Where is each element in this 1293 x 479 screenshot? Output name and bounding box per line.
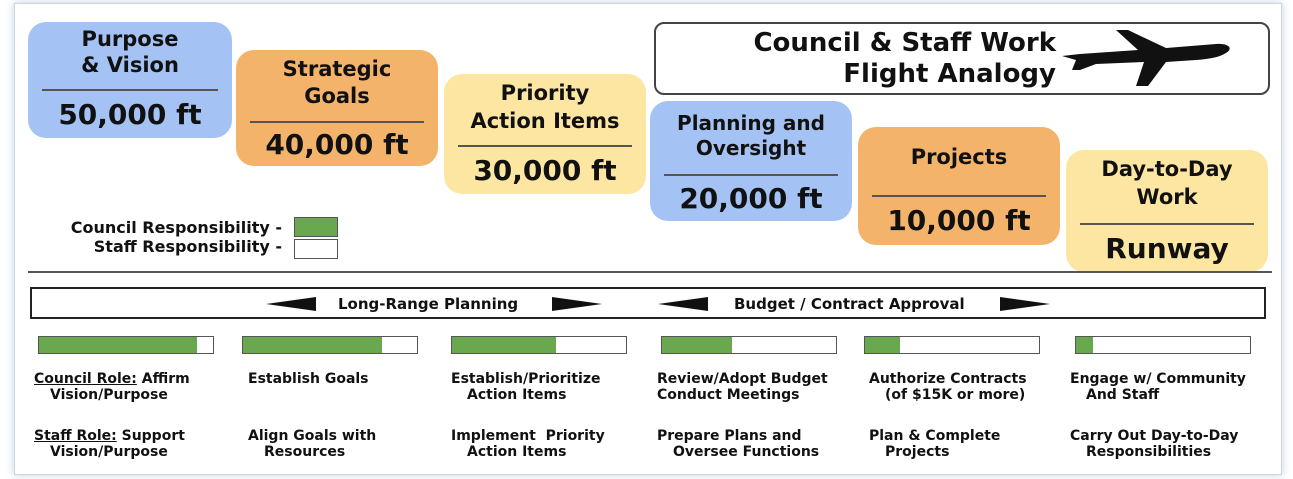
council-share-fill [243, 337, 383, 353]
council-share-fill [39, 337, 198, 353]
council-role: Engage w/ Community And Staff [1070, 371, 1246, 403]
council-role: Review/Adopt Budget Conduct Meetings [657, 371, 828, 403]
staff-role: Carry Out Day-to-Day Responsibilities [1070, 428, 1238, 460]
council-role: Establish/Prioritize Action Items [451, 371, 601, 403]
tile-title: Priority [500, 81, 590, 105]
budget-contract-approval-label: Budget / Contract Approval [734, 295, 965, 313]
responsibility-bar [38, 336, 214, 354]
tile-title: Projects [910, 145, 1008, 169]
tile-title: Planning and [677, 111, 825, 135]
staff-role-prefix: Staff Role: [34, 428, 117, 444]
staff-role: Staff Role: Support Vision/Purpose [34, 428, 185, 460]
staff-role-line-1: Align Goals with [248, 428, 377, 444]
tile-title: & Vision [81, 53, 179, 77]
council-share-fill [662, 337, 732, 353]
council-role-line-2: Action Items [467, 387, 567, 403]
staff-role-line-1: Support [121, 428, 185, 444]
tile-altitude: 10,000 ft [887, 204, 1031, 237]
responsibility-bar [661, 336, 837, 354]
flight-analogy-box: Council & Staff Work Flight Analogy [654, 22, 1270, 95]
council-role-line-1: Establish/Prioritize [451, 371, 601, 387]
council-share-fill [1076, 337, 1094, 353]
staff-role-line-2: Oversee Functions [673, 444, 820, 460]
tile-altitude: 50,000 ft [58, 98, 202, 131]
tile-altitude: Runway [1105, 232, 1229, 265]
council-role-line-2: And Staff [1086, 387, 1160, 403]
arrow-right-icon [552, 297, 602, 311]
tile-altitude: 30,000 ft [473, 154, 617, 187]
council-role-line-1: Affirm [141, 371, 190, 387]
staff-role: Plan & Complete Projects [869, 428, 1000, 460]
staff-role-line-2: Vision/Purpose [50, 444, 168, 460]
tile-divider [872, 195, 1046, 197]
staff-role: Prepare Plans and Oversee Functions [657, 428, 819, 460]
staff-role-line-1: Implement Priority [451, 428, 605, 444]
council-role: Establish Goals [248, 371, 369, 387]
staff-role-line-2: Resources [264, 444, 346, 460]
legend-staff-label: Staff Responsibility - [93, 237, 282, 256]
staff-role: Align Goals with Resources [248, 428, 376, 460]
staff-role: Implement Priority Action Items [451, 428, 605, 460]
long-range-planning-label: Long-Range Planning [338, 295, 519, 313]
council-role-line-1: Engage w/ Community [1070, 371, 1246, 387]
tile-projects: Projects 10,000 ft [858, 127, 1060, 245]
tile-day-to-day-work: Day-to-Day Work Runway [1066, 150, 1268, 272]
council-role-line-2: Conduct Meetings [657, 387, 800, 403]
council-role-line-1: Authorize Contracts [869, 371, 1027, 387]
staff-role-line-1: Plan & Complete [869, 428, 1001, 444]
legend-council-swatch [294, 217, 338, 237]
tile-title: Day-to-Day [1101, 157, 1233, 181]
arrow-right-icon [1000, 297, 1050, 311]
tile-title: Goals [304, 84, 370, 108]
council-role: Council Role: Affirm Vision/Purpose [34, 371, 190, 403]
tile-title: Purpose [81, 27, 179, 51]
arrow-left-icon [266, 297, 316, 311]
legend-staff-swatch [294, 239, 338, 259]
tile-divider [1080, 223, 1254, 225]
staff-role-line-2: Responsibilities [1086, 444, 1212, 460]
council-share-fill [865, 337, 900, 353]
flight-title-line-1: Council & Staff Work [753, 28, 1056, 58]
tile-title: Action Items [470, 109, 620, 133]
legend-council-label: Council Responsibility - [70, 218, 282, 237]
tile-divider [664, 174, 838, 176]
responsibility-bar [864, 336, 1040, 354]
staff-role-line-1: Prepare Plans and [657, 428, 802, 444]
responsibility-bar [451, 336, 627, 354]
council-role-line-2: Vision/Purpose [50, 387, 168, 403]
planning-timeline: Long-Range Planning Budget / Contract Ap… [30, 287, 1266, 319]
tile-divider [42, 89, 218, 91]
arrow-left-icon [658, 297, 708, 311]
airplane-icon [1062, 30, 1230, 86]
tile-priority-action-items: Priority Action Items 30,000 ft [444, 74, 646, 194]
tile-title: Strategic [282, 57, 392, 81]
tile-altitude: 20,000 ft [679, 182, 823, 215]
staff-role-line-2: Action Items [467, 444, 567, 460]
council-share-fill [452, 337, 557, 353]
council-role-line-1: Review/Adopt Budget [657, 371, 828, 387]
responsibility-bar [1075, 336, 1251, 354]
tile-divider [250, 121, 424, 123]
tile-title: Oversight [695, 136, 807, 160]
responsibility-bar [242, 336, 418, 354]
staff-role-line-2: Projects [885, 444, 950, 460]
council-role-prefix: Council Role: [34, 371, 137, 387]
tile-purpose-vision: Purpose & Vision 50,000 ft [28, 22, 232, 138]
council-role: Authorize Contracts (of $15K or more) [869, 371, 1027, 403]
tile-divider [458, 145, 632, 147]
tile-title: Work [1136, 185, 1198, 209]
staff-role-line-1: Carry Out Day-to-Day [1070, 428, 1239, 444]
council-role-line-2: (of $15K or more) [885, 387, 1026, 403]
flight-title-line-2: Flight Analogy [843, 59, 1056, 89]
section-divider [28, 271, 1272, 273]
tile-altitude: 40,000 ft [265, 128, 409, 161]
council-role-line-1: Establish Goals [248, 371, 369, 387]
tile-planning-oversight: Planning and Oversight 20,000 ft [650, 101, 852, 221]
tile-strategic-goals: Strategic Goals 40,000 ft [236, 50, 438, 166]
